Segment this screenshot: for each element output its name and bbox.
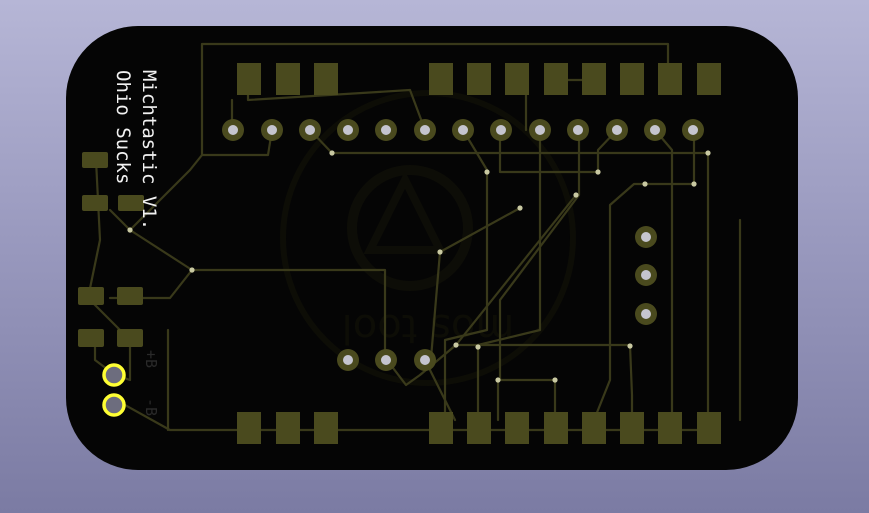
smd-pads-top [237, 63, 721, 95]
pin-label-minus: -B [142, 398, 160, 416]
th-pads-right [635, 226, 657, 325]
board-logo: mos tool [280, 90, 576, 386]
board-title: Michtastic V1. [138, 70, 160, 230]
th-pads-header [222, 119, 704, 141]
battery-plus-pad[interactable] [102, 363, 126, 387]
logo-mark [363, 171, 447, 254]
vias [127, 150, 711, 383]
battery-pads-highlighted[interactable] [102, 363, 126, 417]
smd-pads-bottom [237, 412, 721, 444]
battery-minus-pad[interactable] [102, 393, 126, 417]
pin-label-plus: +B [142, 350, 160, 368]
silkscreen: Michtastic V1. Ohio Sucks +B -B [112, 70, 160, 416]
board-subtitle: Ohio Sucks [112, 70, 134, 184]
smd-pads-left [78, 152, 144, 347]
logo-ring [280, 90, 576, 386]
th-pads-middle [337, 349, 436, 371]
logo-inner [347, 165, 473, 291]
